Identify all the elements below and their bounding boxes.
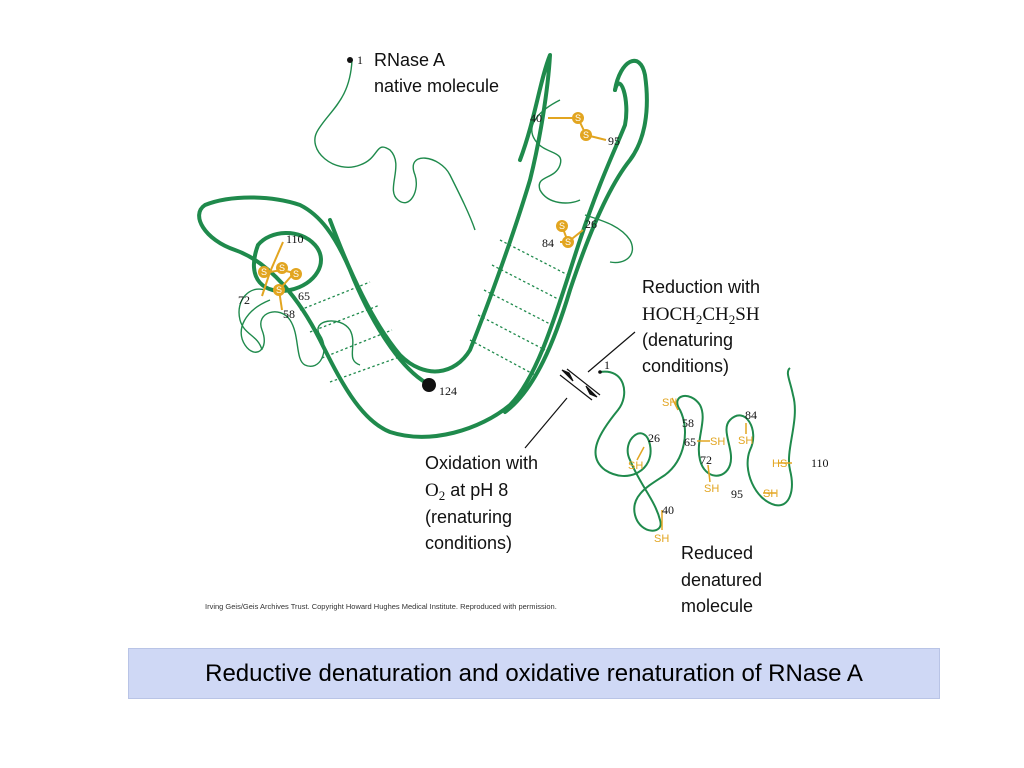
- svg-text:S: S: [293, 269, 299, 279]
- reduced-residue-40: 40: [662, 503, 674, 517]
- oxidation-line3: (renaturing: [425, 507, 512, 527]
- residue-95: 95: [608, 134, 620, 148]
- sh-group-72: SH: [704, 483, 719, 495]
- reduced-sulfhydryl-bonds: [636, 397, 792, 530]
- native-c-terminus: [422, 378, 436, 392]
- equilibrium-arrows: [524, 331, 636, 449]
- svg-text:S: S: [261, 267, 267, 277]
- reduced-residue-1: 1: [604, 358, 610, 372]
- svg-text:S: S: [559, 221, 565, 231]
- native-thin-chain: [238, 59, 634, 368]
- image-credit: Irving Geis/Geis Archives Trust. Copyrig…: [205, 602, 557, 611]
- sulfur-atom: S: [572, 112, 584, 124]
- residue-65: 65: [298, 289, 310, 303]
- reduced-residue-110: 110: [811, 456, 829, 470]
- reduced-residue-labels: 1 26 40 58 65 72 84 95 110: [604, 358, 829, 517]
- residue-40: 40: [530, 111, 542, 125]
- residue-58: 58: [283, 307, 295, 321]
- reduction-line1: Reduction with: [642, 277, 760, 297]
- sh-group-40: SH: [654, 533, 669, 545]
- reduced-label-line3: molecule: [681, 596, 753, 616]
- reduced-residue-84: 84: [745, 408, 757, 422]
- reduction-line4: conditions): [642, 356, 729, 376]
- sulfur-atom: S: [556, 220, 568, 232]
- native-right-coil: [584, 214, 634, 264]
- reduction-label: Reduction with HOCH2CH2SH (denaturing co…: [642, 277, 760, 376]
- sh-group-84: SH: [738, 435, 753, 447]
- reduced-chain: [594, 367, 796, 532]
- svg-text:S: S: [575, 113, 581, 123]
- sh-group-65: SH: [710, 436, 725, 448]
- residue-1: 1: [357, 53, 363, 67]
- residue-124: 124: [439, 384, 457, 398]
- native-lower-left-coil: [238, 288, 266, 351]
- sulfur-atom: S: [562, 236, 574, 248]
- residue-26: 26: [585, 217, 597, 231]
- reduced-residue-95: 95: [731, 487, 743, 501]
- native-strand-left: [197, 81, 629, 439]
- native-label-line2: native molecule: [374, 76, 499, 96]
- sh-group-26: SH: [628, 460, 643, 472]
- sh-group-58: SH: [662, 397, 677, 409]
- native-left-coil: [240, 299, 361, 368]
- reduced-label-line2: denatured: [681, 570, 762, 590]
- reduction-formula: HOCH2CH2SH: [642, 304, 760, 327]
- reduced-residue-65: 65: [684, 435, 696, 449]
- reduced-residue-72: 72: [700, 453, 712, 467]
- caption-text: Reductive denaturation and oxidative ren…: [205, 659, 863, 687]
- reduced-residue-26: 26: [648, 431, 660, 445]
- residue-84: 84: [542, 236, 554, 250]
- native-strand-hairpin: [251, 231, 323, 293]
- sulfur-atom: S: [258, 266, 270, 278]
- oxidation-line1: Oxidation with: [425, 453, 538, 473]
- oxidation-formula: O2 at pH 8: [425, 480, 508, 503]
- reduced-sulfhydryl-labels: SH SH SH SH SH SH SH HS: [628, 397, 787, 545]
- oxidation-label: Oxidation with O2 at pH 8 (renaturing co…: [425, 453, 538, 553]
- reduction-line3: (denaturing: [642, 330, 733, 350]
- native-thick-chain: [197, 53, 649, 439]
- svg-text:S: S: [279, 263, 285, 273]
- residue-110: 110: [286, 232, 304, 246]
- reduced-residue-58: 58: [682, 416, 694, 430]
- native-n-terminal-coil: [314, 59, 476, 231]
- native-n-terminus: [347, 57, 353, 63]
- residue-72: 72: [238, 293, 250, 307]
- oxidation-line4: conditions): [425, 533, 512, 553]
- native-strand-inner: [328, 53, 552, 374]
- native-hydrogen-bonds: [299, 239, 569, 383]
- native-strand-right: [503, 59, 649, 414]
- sulfur-atom: S: [273, 284, 285, 296]
- native-residue-labels: 1 40 95 26 84 110 72 65 58 124: [238, 53, 620, 398]
- sulfur-atom: S: [276, 262, 288, 274]
- caption-bar: Reductive denaturation and oxidative ren…: [128, 648, 940, 699]
- sulfur-atom: S: [290, 268, 302, 280]
- reduced-label-line1: Reduced: [681, 543, 753, 563]
- svg-text:S: S: [565, 237, 571, 247]
- hs-group-110: HS: [772, 458, 787, 470]
- native-sulfur-atoms: S S S S S S S S: [258, 112, 592, 296]
- sh-group-95: SH: [763, 488, 778, 500]
- svg-text:S: S: [276, 285, 282, 295]
- reduced-n-terminus: [598, 370, 602, 374]
- svg-text:S: S: [583, 130, 589, 140]
- native-label-line1: RNase A: [374, 50, 445, 70]
- sulfur-atom: S: [580, 129, 592, 141]
